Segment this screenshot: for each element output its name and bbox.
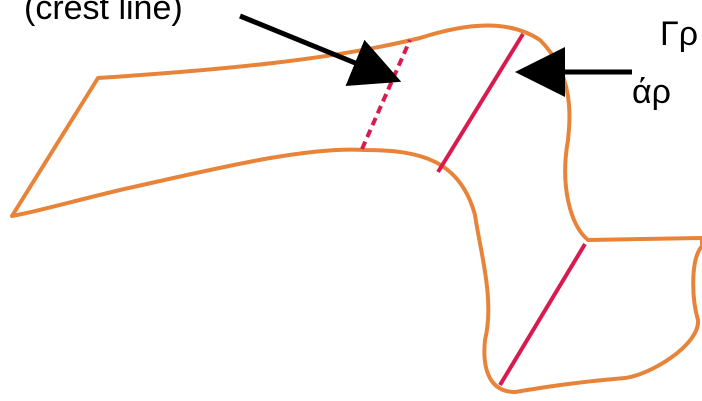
fold-outline [10,23,702,394]
hinge-line-upper [436,32,525,174]
crest-line-label: (crest line) [24,0,183,27]
crest-line-dashed [360,39,412,150]
hinge-line-lower [498,242,587,387]
hinge-label-line-1: Γρ [660,15,699,53]
crest-arrow [239,13,402,87]
hinge-label-line-2: άρ [632,73,671,111]
